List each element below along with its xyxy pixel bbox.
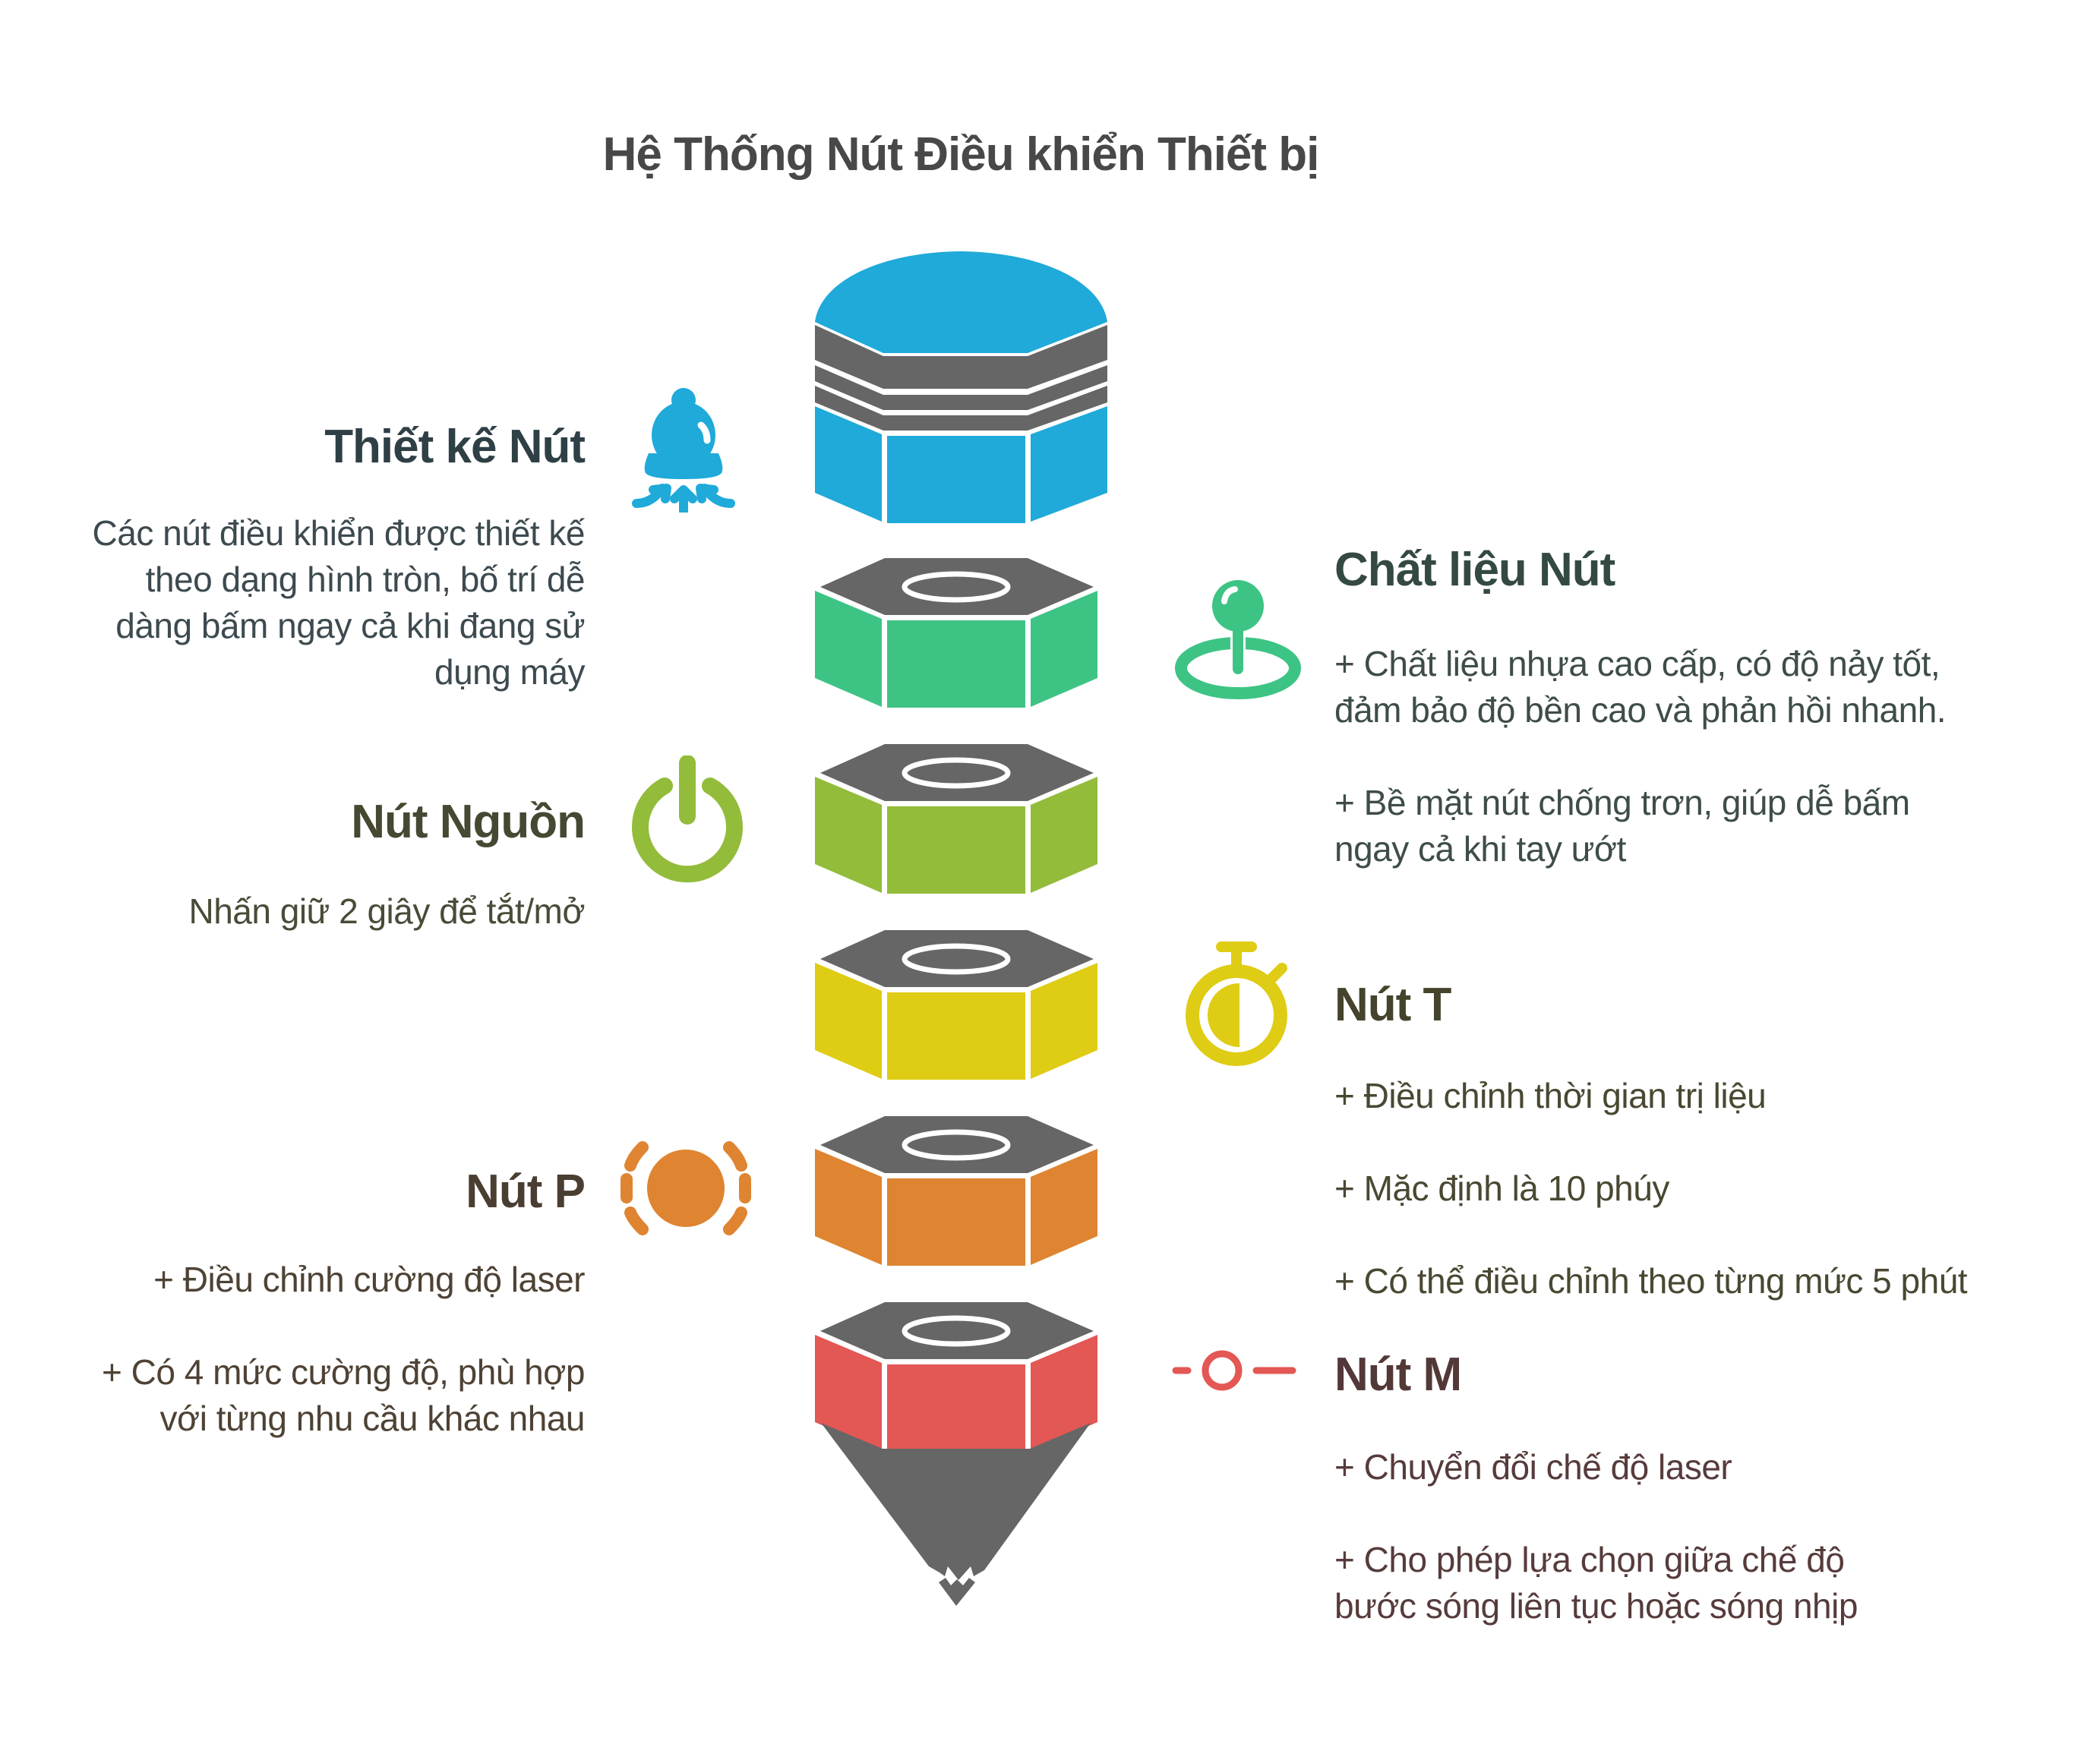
nut-top-face — [820, 930, 1094, 987]
mode-title: Nút M — [1334, 1348, 1462, 1401]
nut-side-right — [1031, 591, 1097, 707]
nut-side-right — [1031, 963, 1097, 1079]
stack-nut-2 — [815, 744, 1097, 894]
nut-side-right — [1031, 1149, 1097, 1265]
cap-side-left — [815, 406, 882, 522]
design-text: Các nút điều khiển được thiết kế theo dạ… — [61, 510, 586, 696]
mode-text: + Chuyển đổi chế độ laser + Cho phép lựa… — [1334, 1444, 1881, 1629]
cap-band-2 — [815, 365, 1107, 410]
design-paragraph: Các nút điều khiển được thiết kế theo dạ… — [92, 513, 586, 692]
stack-cap — [815, 251, 1107, 523]
nut-side-right — [1031, 1335, 1097, 1451]
nut-side-front — [887, 620, 1025, 708]
bell-press-icon — [632, 388, 735, 513]
nut-hole-ring — [902, 1315, 1011, 1347]
intensity-title: Nút P — [466, 1166, 586, 1218]
cap-side-right — [1031, 406, 1107, 522]
material-text: + Chất liệu nhựa cao cấp, có độ nảy tốt,… — [1334, 641, 1988, 872]
material-title: Chất liệu Nút — [1334, 544, 1615, 596]
nut-hole-ring — [902, 571, 1011, 603]
stack-nut-4 — [815, 1116, 1097, 1266]
nut-side-front — [887, 992, 1025, 1080]
nut-side-left — [815, 1149, 882, 1265]
nut-side-left — [815, 591, 882, 707]
nut-side-front — [887, 1364, 1025, 1452]
cap-dome — [815, 251, 1107, 353]
power-icon — [632, 755, 743, 883]
page-title: Hệ Thống Nút Điều khiển Thiết bị — [602, 128, 1320, 181]
timer-paragraph: + Mặc định là 10 phúy — [1334, 1169, 1669, 1208]
cap-band-1 — [815, 325, 1107, 389]
nut-hole-ring — [902, 1129, 1011, 1161]
design-title: Thiết kế Nút — [324, 421, 586, 473]
stack-nut-5 — [815, 1302, 1097, 1452]
mode-paragraph: + Chuyển đổi chế độ laser — [1334, 1447, 1732, 1487]
nut-top-face — [820, 1116, 1094, 1173]
timer-text: + Điều chỉnh thời gian trị liệu + Mặc đị… — [1334, 1073, 2094, 1304]
timer-paragraph: + Điều chỉnh thời gian trị liệu — [1334, 1076, 1767, 1115]
nut-top-face — [820, 1302, 1094, 1359]
timer-paragraph: + Có thể điều chỉnh theo từng mức 5 phút — [1334, 1261, 1968, 1301]
nut-side-right — [1031, 777, 1097, 893]
stack-nut-3 — [815, 930, 1097, 1080]
nut-side-left — [815, 963, 882, 1079]
nut-hole-ring — [902, 943, 1011, 975]
intensity-paragraph: + Có 4 mức cường độ, phù hợp với từng nh… — [102, 1352, 585, 1438]
stack-nut-1 — [815, 558, 1097, 708]
nut-side-front — [887, 1178, 1025, 1266]
stopwatch-icon — [1186, 942, 1287, 1066]
power-title: Nút Nguồn — [351, 796, 586, 848]
mode-switch-icon — [1172, 1350, 1296, 1391]
stack-tip — [821, 1423, 1091, 1606]
cap-side-front — [887, 436, 1025, 523]
nut-hole-ring — [902, 757, 1011, 789]
material-paragraph: + Bề mặt nút chống trơn, giúp dễ bấm nga… — [1334, 783, 1910, 869]
power-text: Nhấn giữ 2 giây để tắt/mở — [61, 888, 585, 935]
tip-point — [939, 1578, 975, 1606]
tip-cone — [821, 1423, 1091, 1580]
timer-title: Nút T — [1334, 979, 1451, 1031]
intensity-text: + Điều chỉnh cường độ laser + Có 4 mức c… — [61, 1257, 585, 1442]
nut-side-front — [887, 806, 1025, 894]
cap-band-3 — [815, 386, 1107, 431]
mode-paragraph: + Cho phép lựa chọn giữa chế độ bước són… — [1334, 1540, 1858, 1626]
nut-top-face — [820, 558, 1094, 615]
material-paragraph: + Chất liệu nhựa cao cấp, có độ nảy tốt,… — [1334, 644, 1947, 730]
nut-top-face — [820, 744, 1094, 801]
nut-side-left — [815, 1335, 882, 1451]
intensity-dot-icon — [621, 1141, 751, 1235]
power-paragraph: Nhấn giữ 2 giây để tắt/mở — [188, 891, 585, 931]
joystick-icon — [1175, 580, 1301, 699]
nut-side-left — [815, 777, 882, 893]
intensity-paragraph: + Điều chỉnh cường độ laser — [153, 1260, 585, 1299]
